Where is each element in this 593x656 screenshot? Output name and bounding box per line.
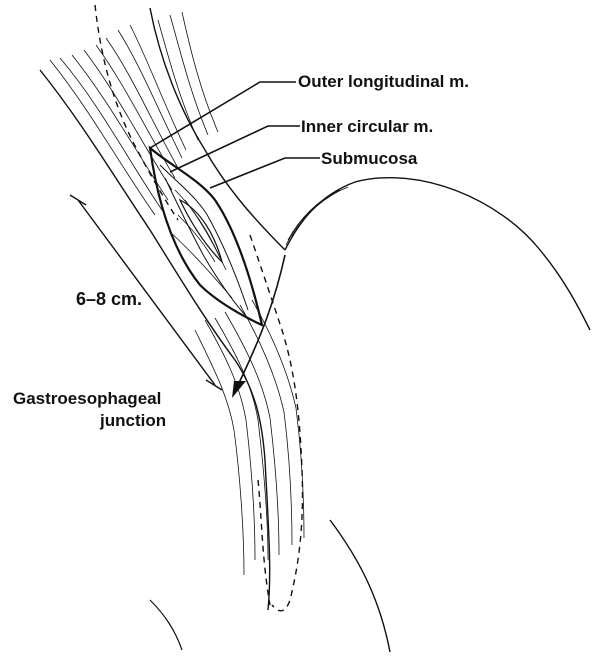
label-measurement: 6–8 cm. bbox=[76, 289, 142, 309]
label-gej-line2: junction bbox=[13, 410, 243, 432]
label-submucosa: Submucosa bbox=[321, 149, 417, 169]
label-inner-circular: Inner circular m. bbox=[301, 117, 433, 137]
label-gastroesophageal-junction: Gastroesophageal junction bbox=[13, 388, 243, 432]
label-outer-longitudinal: Outer longitudinal m. bbox=[298, 72, 469, 92]
leader-inner-circular bbox=[170, 126, 300, 172]
leader-outer-longitudinal bbox=[150, 82, 296, 148]
label-gej-line1: Gastroesophageal bbox=[13, 388, 243, 410]
